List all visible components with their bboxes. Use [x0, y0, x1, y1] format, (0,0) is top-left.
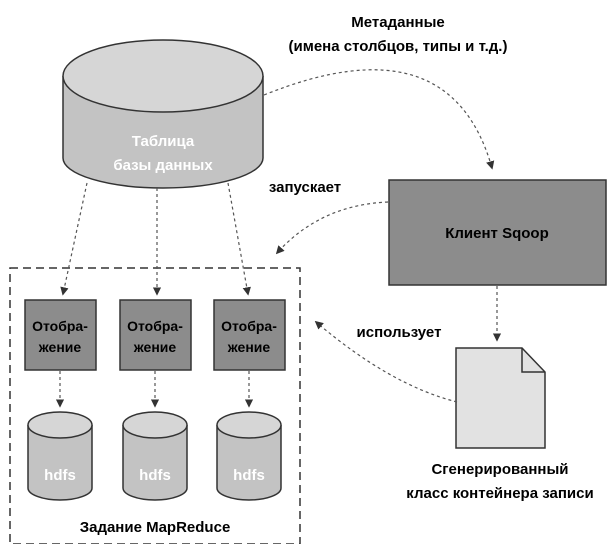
metadata-arrow [263, 69, 495, 170]
db-to-map-arrow-1 [60, 182, 88, 296]
map-task-label-line1: Отобра- [32, 318, 88, 334]
generated-class-label-line2: класс контейнера записи [406, 485, 593, 502]
hdfs-label: hdfs [139, 467, 171, 484]
hdfs-cylinder [216, 411, 282, 501]
hdfs-label: hdfs [233, 467, 265, 484]
sqoop-client-box [388, 179, 607, 286]
metadata-label-line2: (имена столбцов, типы и т.д.) [289, 38, 508, 55]
generated-class-document [455, 347, 546, 449]
hdfs-label: hdfs [44, 467, 76, 484]
map-task-label-line2: жение [133, 339, 177, 355]
mapreduce-job-frame [9, 267, 301, 544]
hdfs-cylinder [122, 411, 188, 501]
map-task-label-line2: жение [227, 339, 271, 355]
database-label-line1: Таблица [132, 133, 195, 150]
db-to-map-arrow-3 [227, 182, 251, 296]
launches-arrow [275, 201, 389, 255]
generated-class-label-line1: Сгенерированный [431, 461, 568, 478]
launches-label: запускает [269, 179, 341, 196]
metadata-label-line1: Метаданные [351, 14, 444, 31]
map-task-box [119, 299, 192, 371]
hdfs-cylinder [27, 411, 93, 501]
uses-arrow [314, 320, 458, 403]
uses-label: использует [357, 324, 442, 341]
database-label-line2: базы данных [113, 157, 213, 174]
sqoop-client-label: Клиент Sqoop [445, 225, 548, 242]
map-task-box [24, 299, 97, 371]
map-task-label-line2: жение [38, 339, 82, 355]
database-table-cylinder [62, 39, 264, 189]
map-task-box [213, 299, 286, 371]
mapreduce-job-label: Задание MapReduce [80, 519, 231, 536]
map-task-label-line1: Отобра- [221, 318, 277, 334]
map-task-label-line1: Отобра- [127, 318, 183, 334]
